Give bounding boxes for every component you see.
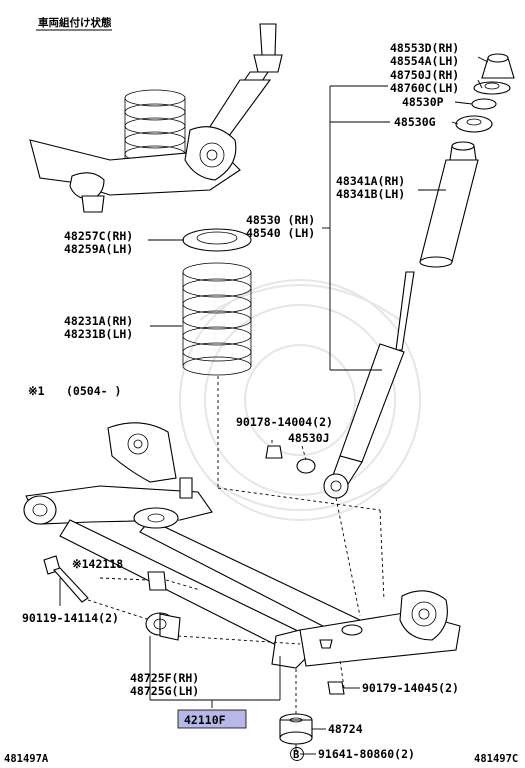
label-48725G: 48725G(LH) [130,684,199,698]
shock-absorber [323,271,415,499]
upper-mount-parts [455,53,515,133]
mount-nut-ring [471,98,497,110]
inset-assembly-illustration [29,23,283,213]
leader-lines [59,56,489,755]
small-fasteners-mid [265,445,316,474]
highlight-42110F [177,709,247,729]
label-48760C: 48760C(LH) [390,81,459,95]
label-90179: 90179-14045(2) [362,681,459,695]
footer-code-left: 481497A [4,753,49,765]
shock-dust-cover [419,141,479,268]
bushing-42118 [147,571,167,591]
label-48725F: 48725F(RH) [130,671,199,685]
rear-axle-beam [23,422,461,669]
label-48540: 48540 (LH) [246,226,315,240]
upper-spring-insulator [182,228,252,252]
header-title: 車両組付け状態 [38,16,112,29]
label-48750J: 48750J(RH) [390,68,459,82]
footer-code-right: 481497C [474,753,518,765]
label-48259A: 48259A(LH) [64,242,133,256]
label-48231B: 48231B(LH) [64,327,133,341]
label-48341A: 48341A(RH) [336,174,405,188]
label-48530G: 48530G [394,115,436,129]
label-48553D: 48553D(RH) [390,41,459,55]
label-48341B: 48341B(LH) [336,187,405,201]
label-48231A: 48231A(RH) [64,314,133,328]
upper-insulator [455,115,493,133]
watermark-emblem [179,279,421,521]
label-48724: 48724 [328,722,363,736]
label-90119: 90119-14114(2) [22,611,119,625]
coil-spring [182,262,252,376]
label-91641-prefix: B [293,749,299,761]
label-91641-prefix-circle [290,747,304,761]
label-48554A: 48554A(LH) [390,54,459,68]
label-48530: 48530 (RH) [246,213,315,227]
label-42118: ※142118 [72,557,123,571]
nut-90179 [327,681,345,695]
label-48257C: 48257C(RH) [64,229,133,243]
label-48530P: 48530P [402,95,444,109]
bump-stopper-48724 [279,713,313,745]
label-42110F: 42110F [184,713,226,727]
label-91641: 91641-80860(2) [318,747,415,761]
part-labels: 48553D(RH) 48554A(LH) 48750J(RH) 48760C(… [22,41,459,761]
support-washer [473,81,511,95]
bushing-48725 [145,612,181,641]
bolt-90119 [43,555,89,603]
label-90178: 90178-14004(2) [236,415,333,429]
note-marker: ※1 [28,384,45,398]
label-48530J: 48530J [288,431,330,445]
note-range: (0504- ) [66,384,121,398]
